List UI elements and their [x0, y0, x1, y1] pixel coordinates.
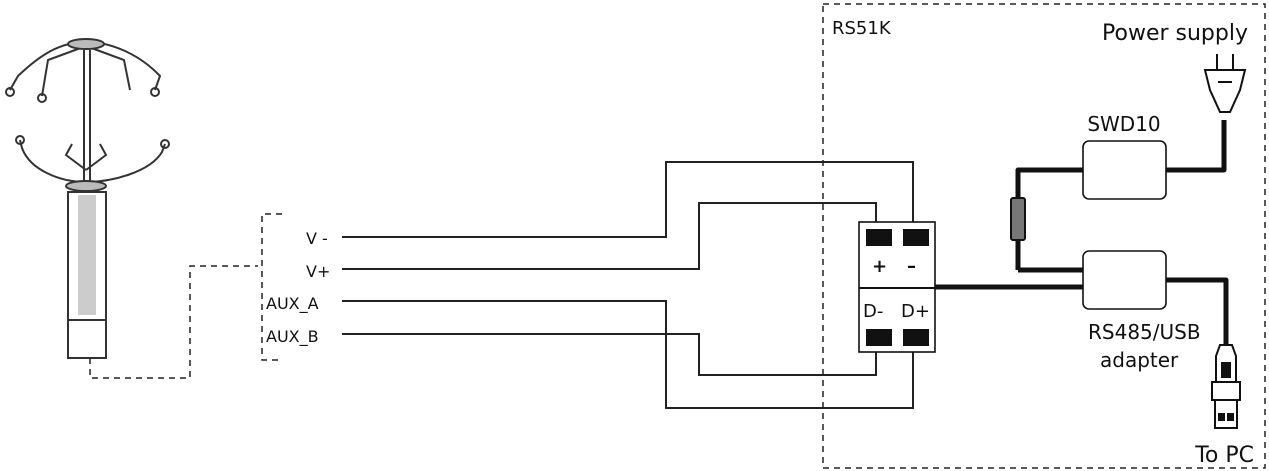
terminal-plus: +: [872, 256, 887, 277]
wire-vplus: [342, 202, 877, 270]
terminal-d-minus: D-: [863, 301, 883, 322]
wire-label-vplus: V+: [306, 262, 330, 281]
terminal-minus: –: [907, 256, 916, 277]
usb-cable: [1166, 277, 1229, 345]
swd10-box: [1082, 140, 1167, 200]
to-pc-label: To PC: [1194, 443, 1254, 468]
power-supply-label: Power supply: [1102, 21, 1248, 46]
wire-aux-a: [342, 300, 914, 409]
ferrite-core-icon: [1010, 197, 1026, 241]
swd10-label: SWD10: [1087, 112, 1160, 136]
adapter-label-line1: RS485/USB: [1088, 320, 1201, 344]
rs485-usb-adapter-box: [1082, 250, 1167, 310]
wire-vminus: [342, 161, 914, 238]
rs51k-enclosure: [822, 3, 1266, 469]
terminal-block: [858, 221, 936, 353]
sensor-cable: [89, 265, 258, 379]
adapter-label-line2: adapter: [1100, 348, 1179, 372]
wire-label-aux-b: AUX_B: [266, 327, 319, 347]
wire-aux-b: [342, 333, 877, 376]
usb-plug-icon: [1211, 344, 1241, 429]
wire-label-aux-a: AUX_A: [266, 294, 319, 314]
swd-input-cable: [1015, 167, 1083, 270]
anemometer-sensor-icon: [5, 38, 170, 359]
terminal-d-plus: D+: [901, 301, 930, 322]
wire-label-vminus: V -: [306, 229, 328, 248]
cable-breakout-bracket: [261, 213, 282, 361]
power-cable: [1166, 120, 1227, 173]
power-plug-icon: [1203, 54, 1247, 113]
rs51k-label: RS51K: [832, 18, 892, 39]
